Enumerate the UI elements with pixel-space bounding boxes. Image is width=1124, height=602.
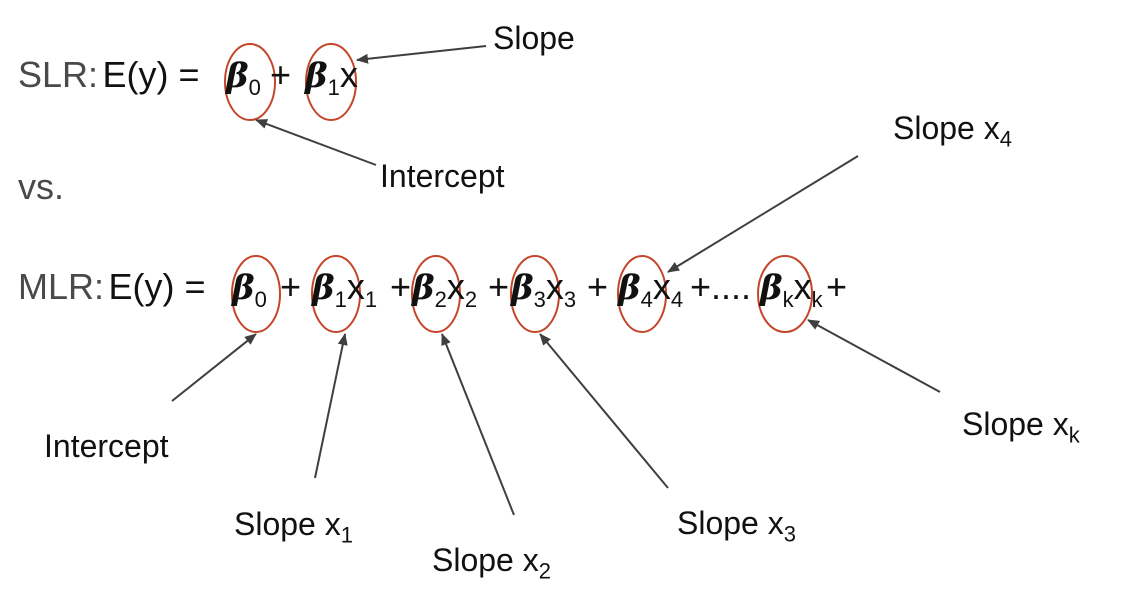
slope-xk-subscript: k <box>1068 422 1080 448</box>
x-symbol: x <box>446 266 465 307</box>
slope-x3-subscript: 3 <box>783 521 796 547</box>
beta-symbol: β <box>618 268 641 308</box>
label-slr-slope: Slope <box>493 20 575 56</box>
beta-symbol: β <box>232 268 255 308</box>
beta3-subscript: 3 <box>533 287 546 313</box>
ring-mlr-beta4 <box>617 255 667 333</box>
label-slope-xk: Slope xk <box>962 406 1080 448</box>
mlr-trailing-plus: + <box>826 266 848 307</box>
slope-x2-subscript: 2 <box>538 558 551 584</box>
mlr-lhs: E(y) = <box>108 266 206 307</box>
slope-prefix: Slope x <box>234 506 341 542</box>
ring-slr-beta1 <box>305 43 357 121</box>
ring-mlr-beta2 <box>411 255 461 333</box>
x-symbol: x <box>346 266 365 307</box>
mlr-plus-2: + <box>390 266 412 307</box>
mlr-term-beta0: β0 <box>232 266 267 313</box>
arrow-slr-slope <box>356 45 487 64</box>
slr-lhs: E(y) = <box>102 54 200 95</box>
betak-subscript: k <box>782 287 794 313</box>
vs-label: vs. <box>18 166 65 207</box>
mlr-equation: MLR: E(y) = <box>18 266 205 308</box>
beta2-subscript: 2 <box>434 287 447 313</box>
arrow-slope-x4 <box>667 155 859 273</box>
slr-equation: SLR: E(y) = <box>18 54 200 96</box>
arrow-slr-intercept <box>255 119 377 166</box>
mlr-term-beta3: β3x3 <box>511 266 576 313</box>
label-slope-x2: Slope x2 <box>432 542 551 584</box>
beta-symbol: β <box>305 56 328 96</box>
mlr-prefix: MLR: <box>18 266 105 307</box>
beta4-subscript: 4 <box>640 287 653 313</box>
beta-symbol: β <box>312 268 335 308</box>
slope-prefix: Slope x <box>962 406 1069 442</box>
mlr-plus-4: + <box>587 266 609 307</box>
x1-subscript: 1 <box>364 287 378 313</box>
beta1-subscript: 1 <box>334 287 347 313</box>
mlr-ellipsis: +.... <box>690 266 752 307</box>
label-slope-x4: Slope x4 <box>893 110 1012 152</box>
beta0-subscript: 0 <box>254 287 267 313</box>
mlr-term-beta1: β1x1 <box>312 266 377 313</box>
ring-mlr-beta0 <box>231 255 281 333</box>
ring-mlr-beta3 <box>510 255 560 333</box>
beta-symbol: β <box>412 268 435 308</box>
slope-x4-subscript: 4 <box>999 126 1012 152</box>
ring-mlr-beta1 <box>311 255 361 333</box>
x-symbol: x <box>793 266 812 307</box>
arrow-slope-x3 <box>539 333 669 489</box>
x4-subscript: 4 <box>670 287 684 313</box>
label-slope-x1: Slope x1 <box>234 506 353 548</box>
arrow-mlr-intercept <box>171 333 257 402</box>
arrow-slope-xk <box>807 319 941 393</box>
slope-prefix: Slope x <box>677 505 784 541</box>
mlr-plus-3: + <box>488 266 510 307</box>
x-symbol: x <box>545 266 564 307</box>
arrow-slope-x1 <box>314 333 348 479</box>
mlr-term-beta4: β4x4 <box>618 266 683 313</box>
mlr-plus-1: + <box>280 266 302 307</box>
label-mlr-intercept: Intercept <box>44 428 169 464</box>
label-slr-intercept: Intercept <box>380 158 505 194</box>
x-symbol: x <box>652 266 671 307</box>
mlr-term-beta2: β2x2 <box>412 266 477 313</box>
x3-subscript: 3 <box>563 287 577 313</box>
beta1-subscript: 1 <box>327 75 340 101</box>
beta0-subscript: 0 <box>248 75 261 101</box>
slope-x1-subscript: 1 <box>340 522 353 548</box>
slr-plus: + <box>270 54 292 95</box>
xk-subscript: k <box>811 287 823 313</box>
slr-term-beta1: β1x <box>305 54 358 101</box>
mlr-term-betak: βkxk <box>760 266 823 313</box>
ring-mlr-betak <box>757 255 813 333</box>
slr-term-beta0: β0 <box>226 54 261 101</box>
ring-slr-beta0 <box>224 43 276 121</box>
beta-symbol: β <box>511 268 534 308</box>
x2-subscript: 2 <box>464 287 478 313</box>
slope-prefix: Slope x <box>893 110 1000 146</box>
arrow-slope-x2 <box>441 333 515 516</box>
slr-prefix: SLR: <box>18 54 99 95</box>
beta-symbol: β <box>226 56 249 96</box>
x-symbol: x <box>339 54 358 95</box>
label-slope-x3: Slope x3 <box>677 505 796 547</box>
slope-prefix: Slope x <box>432 542 539 578</box>
beta-symbol: β <box>760 268 783 308</box>
